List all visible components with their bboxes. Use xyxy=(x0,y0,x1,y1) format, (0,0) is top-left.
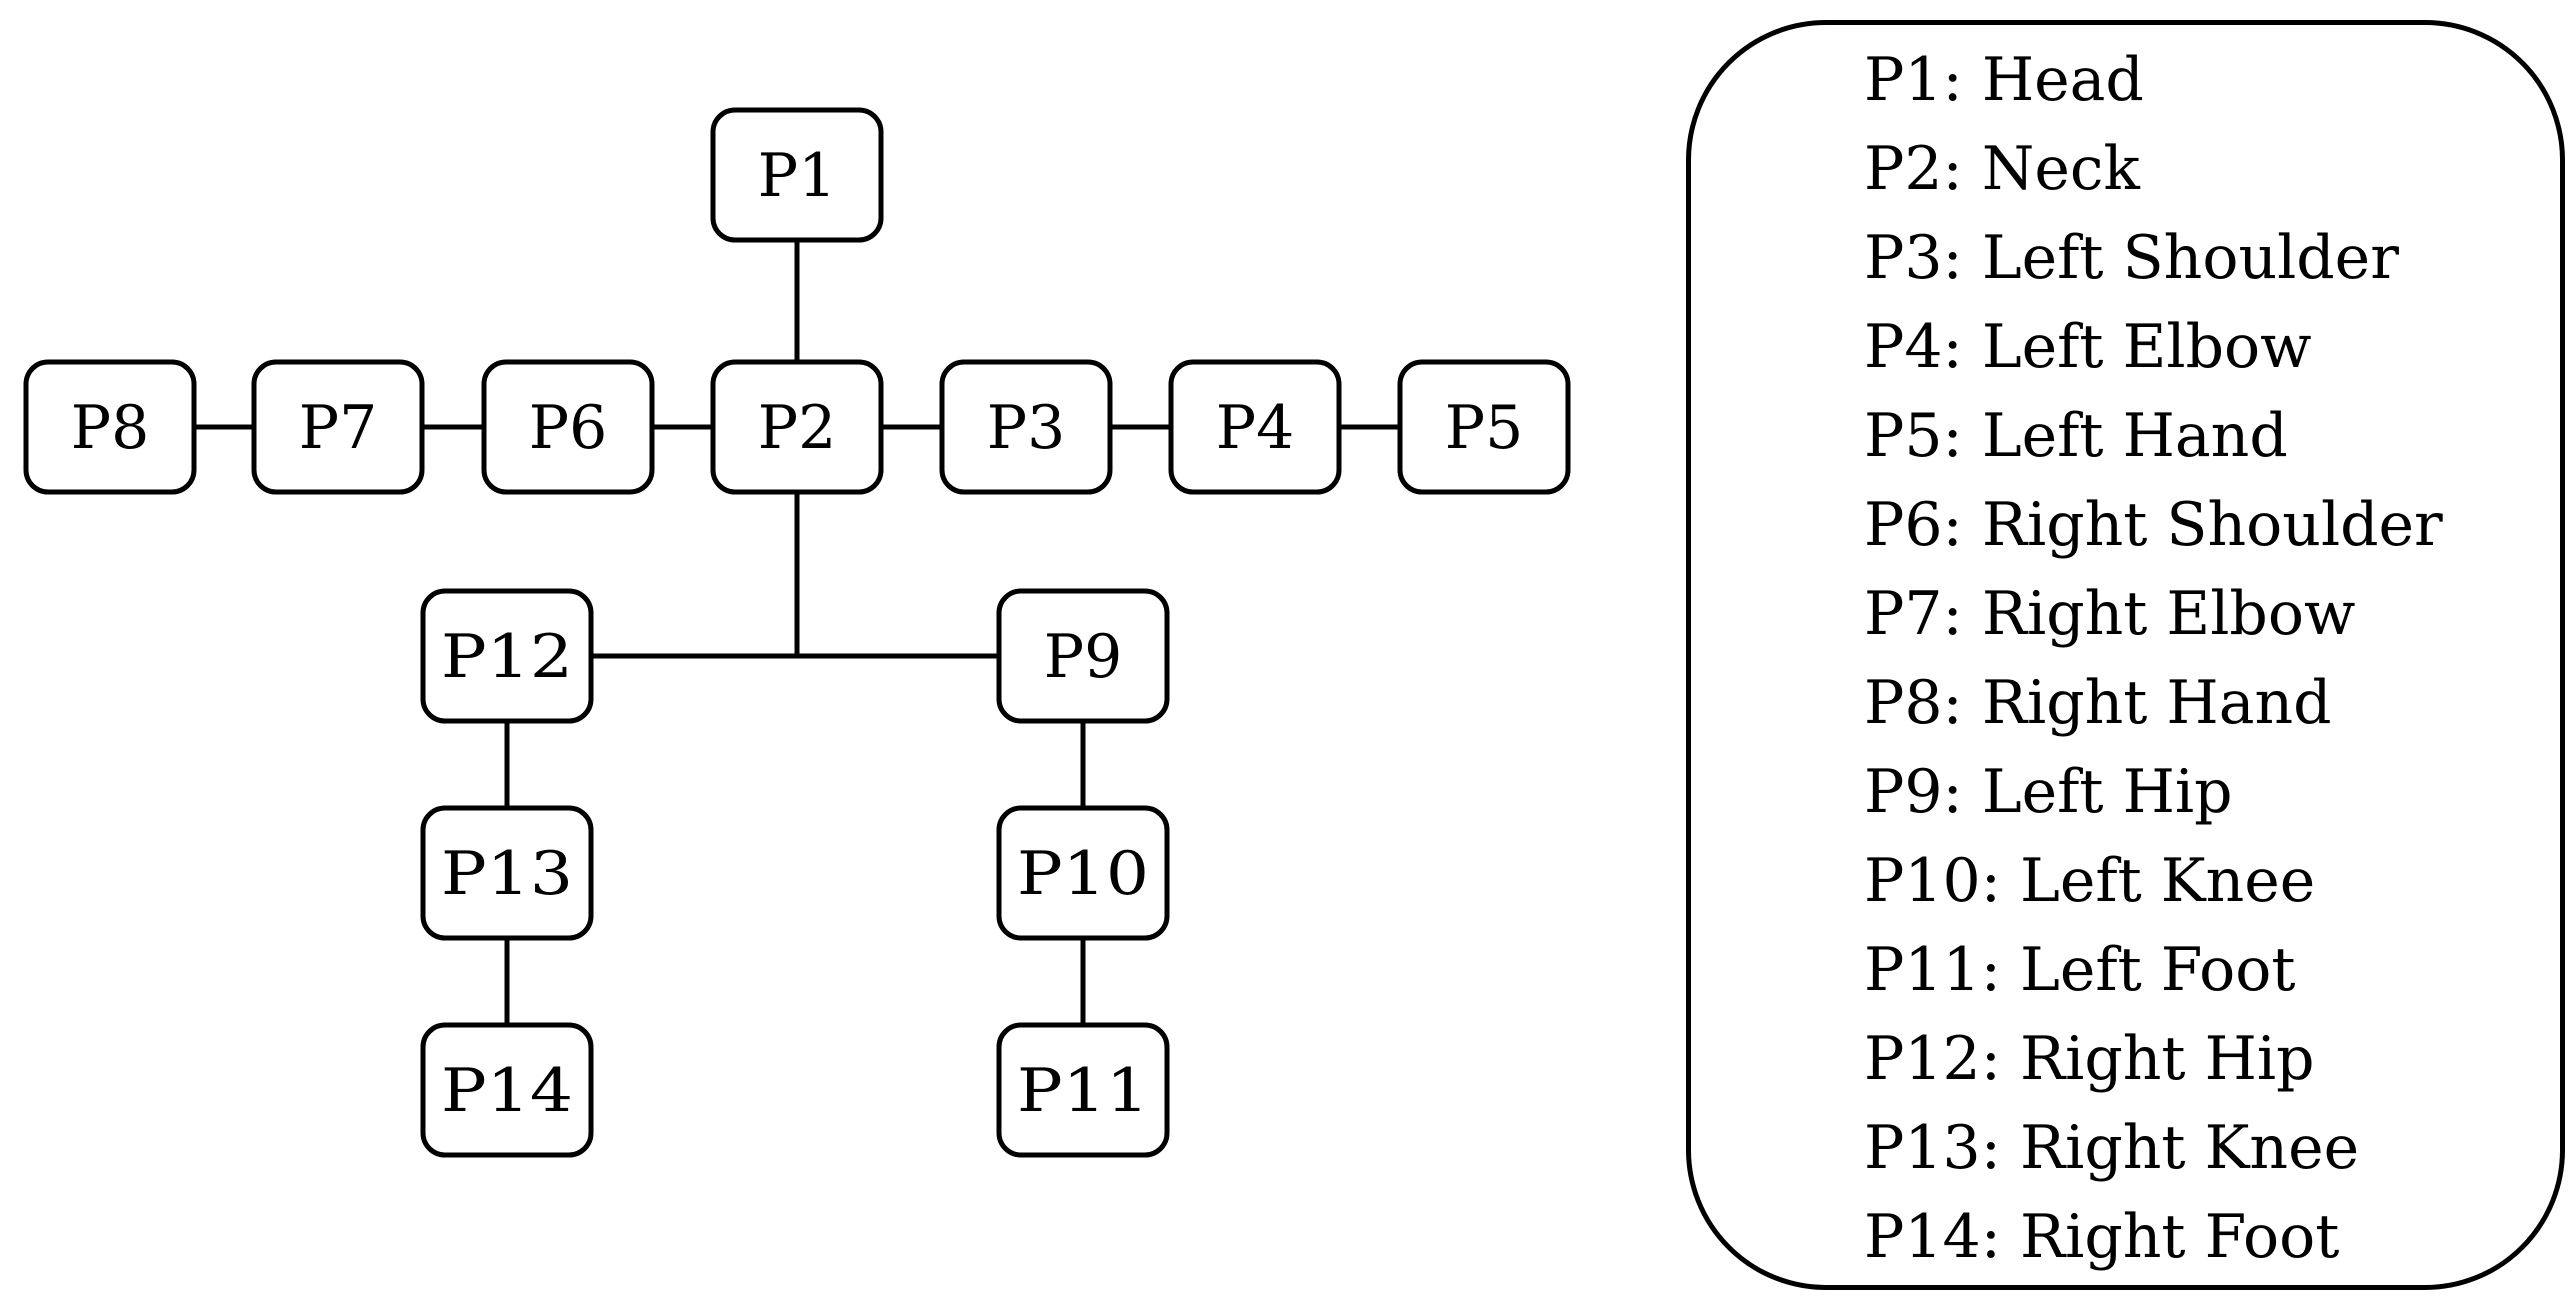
node-p10: P10 xyxy=(996,805,1170,941)
node-p4: P4 xyxy=(1168,359,1342,495)
legend-item-p13: P13: Right Knee xyxy=(1864,1113,2360,1183)
node-label: P11 xyxy=(1017,1056,1149,1126)
edges-layer xyxy=(110,175,1484,1090)
legend-item-p10: P10: Left Knee xyxy=(1864,846,2316,916)
node-label: P1 xyxy=(758,141,837,211)
legend-item-p8: P8: Right Hand xyxy=(1864,668,2332,738)
node-box xyxy=(996,805,1170,941)
node-box xyxy=(710,107,884,243)
node-box xyxy=(420,588,594,724)
node-box xyxy=(251,359,425,495)
legend-box xyxy=(1686,20,2565,1290)
node-label: P8 xyxy=(71,393,150,463)
node-p2: P2 xyxy=(710,359,884,495)
node-box xyxy=(939,359,1113,495)
node-p6: P6 xyxy=(481,359,655,495)
node-label: P2 xyxy=(758,393,837,463)
node-p5: P5 xyxy=(1397,359,1571,495)
legend-item-p7: P7: Right Elbow xyxy=(1864,579,2356,649)
node-p11: P11 xyxy=(996,1022,1170,1158)
legend-item-p5: P5: Left Hand xyxy=(1864,401,2288,471)
legend-list: P1: Head P2: Neck P3: Left Shoulder P4: … xyxy=(1864,36,2443,1282)
node-label: P4 xyxy=(1216,393,1295,463)
node-box xyxy=(23,359,197,495)
legend-item-p3: P3: Left Shoulder xyxy=(1864,223,2399,293)
node-p3: P3 xyxy=(939,359,1113,495)
node-p13: P13 xyxy=(420,805,594,941)
legend-item-p1: P1: Head xyxy=(1864,45,2144,115)
node-label: P14 xyxy=(441,1056,573,1126)
node-label: P12 xyxy=(441,622,573,692)
node-box xyxy=(420,805,594,941)
node-box xyxy=(481,359,655,495)
node-p7: P7 xyxy=(251,359,425,495)
legend-item-p14: P14: Right Foot xyxy=(1864,1202,2340,1272)
node-label: P7 xyxy=(299,393,378,463)
node-label: P5 xyxy=(1445,393,1524,463)
node-label: P13 xyxy=(441,839,573,909)
node-label: P9 xyxy=(1044,622,1123,692)
node-p1: P1 xyxy=(710,107,884,243)
node-box xyxy=(1168,359,1342,495)
node-box xyxy=(996,1022,1170,1158)
legend-item-p12: P12: Right Hip xyxy=(1864,1024,2315,1094)
node-box xyxy=(1397,359,1571,495)
node-box xyxy=(420,1022,594,1158)
node-p9: P9 xyxy=(996,588,1170,724)
node-label: P6 xyxy=(529,393,608,463)
node-box xyxy=(996,588,1170,724)
node-label: P10 xyxy=(1017,839,1149,909)
node-box xyxy=(710,359,884,495)
node-p12: P12 xyxy=(420,588,594,724)
node-label: P3 xyxy=(987,393,1066,463)
legend-item-p11: P11: Left Foot xyxy=(1864,935,2296,1005)
node-p14: P14 xyxy=(420,1022,594,1158)
legend-item-p9: P9: Left Hip xyxy=(1864,757,2233,827)
legend-item-p6: P6: Right Shoulder xyxy=(1864,490,2443,560)
legend-item-p4: P4: Left Elbow xyxy=(1864,312,2312,382)
node-p8: P8 xyxy=(23,359,197,495)
legend-item-p2: P2: Neck xyxy=(1864,134,2140,204)
